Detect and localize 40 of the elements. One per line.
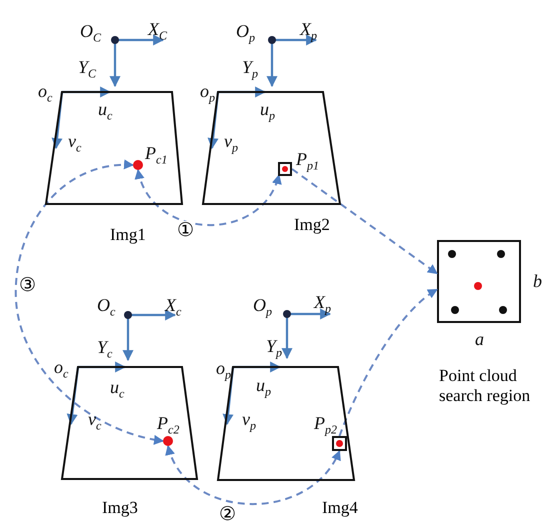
axis-label: X$_{C}$: [148, 20, 168, 42]
axis-label: v$_{p}$: [242, 410, 256, 432]
point-label: P$_{c1}$: [145, 144, 168, 166]
axis-label: X$_{p}$: [314, 293, 331, 315]
axis-label: u$_{p}$: [256, 376, 271, 398]
axis-label: o$_{p}$: [200, 82, 215, 104]
axis-label: u$_{p}$: [260, 100, 275, 122]
axis-label: o$_{p}$: [216, 359, 231, 381]
axis-label: u$_{c}$: [98, 100, 112, 122]
axis-label: v$_{c}$: [88, 410, 102, 432]
axis-label: Y$_{p}$: [266, 337, 282, 359]
image-caption: Img3: [102, 499, 138, 516]
point-label: P$_{p2}$: [314, 414, 337, 436]
axis-label: Y$_{C}$: [78, 58, 96, 80]
axis-label: v$_{p}$: [224, 132, 238, 154]
axis-label: o$_{c}$: [54, 358, 68, 380]
axis-label: o$_{c}$: [38, 82, 52, 104]
axis-label: Y$_{p}$: [242, 58, 258, 80]
image-caption: Img4: [322, 499, 358, 516]
dimension-label: a: [475, 330, 484, 348]
dashed-arrow: [15, 160, 164, 444]
point-label: P$_{c2}$: [157, 414, 180, 436]
axis-label: X$_{p}$: [300, 20, 317, 42]
axis-label: X$_{c}$: [165, 296, 182, 318]
image-caption: Img2: [294, 216, 330, 233]
dashed-arrow: [136, 169, 280, 226]
dashed-arrow: [166, 445, 340, 505]
axis-label: Y$_{c}$: [97, 338, 112, 360]
axis-label: O$_{c}$: [97, 296, 116, 318]
axis-label: O$_{C}$: [80, 22, 102, 44]
dashed-arrow: [338, 288, 438, 436]
image-caption: Img1: [110, 226, 146, 243]
point-label: P$_{p1}$: [296, 150, 319, 172]
region-caption: Point cloud search region: [439, 366, 532, 407]
dimension-label: b: [533, 272, 542, 290]
axis-label: O$_{p}$: [236, 22, 255, 44]
dashed-arrow: [291, 168, 438, 274]
axis-label: u$_{c}$: [110, 378, 124, 400]
axis-label: v$_{c}$: [68, 132, 82, 154]
axis-label: O$_{p}$: [253, 296, 272, 318]
